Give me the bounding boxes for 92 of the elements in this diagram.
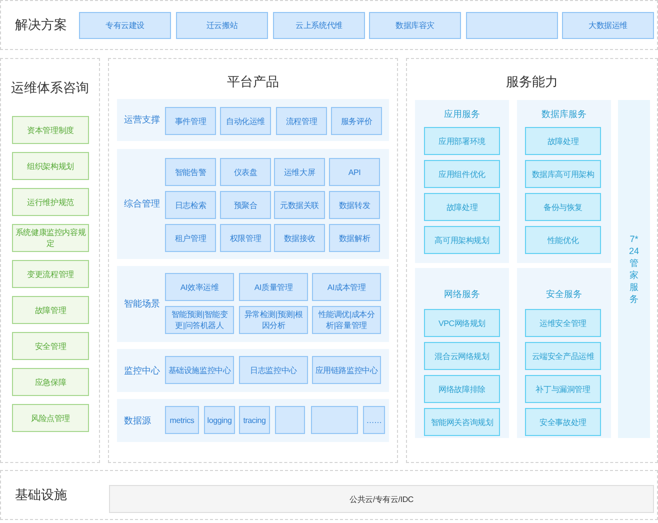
feature-box: 性能调优|成本分析|容量管理: [312, 306, 381, 334]
service-box: 应用部署环境: [424, 127, 500, 155]
service-box: 网络故障排除: [424, 375, 500, 403]
panel-title: 解决方案: [15, 16, 67, 34]
service-box: 性能优化: [525, 226, 601, 254]
group-title: 运营支撑: [124, 114, 160, 126]
service-box: 运维安全管理: [525, 309, 601, 337]
group-panel: [117, 99, 389, 141]
feature-box: 数据解析: [329, 224, 380, 252]
feature-box: metrics: [165, 406, 199, 434]
feature-box: AI效率运维: [165, 273, 234, 301]
service-box: 备份与恢复: [525, 193, 601, 221]
feature-box: 应用链路监控中心: [312, 356, 381, 384]
feature-box: 日志监控中心: [239, 356, 308, 384]
service-box: 混合云网络规划: [424, 342, 500, 370]
panel-title: 基础设施: [15, 486, 67, 504]
consulting-box: 变更流程管理: [12, 260, 89, 288]
feature-box: logging: [204, 406, 235, 434]
feature-box: 迁云搬站: [176, 12, 268, 39]
feature-box: API: [329, 158, 380, 186]
feature-box: 仪表盘: [220, 158, 271, 186]
service-box: 高可用架构规划: [424, 226, 500, 254]
feature-box: 云上系统代维: [273, 12, 365, 39]
group-title: 监控中心: [124, 364, 160, 377]
group-title: 应用服务: [444, 108, 480, 121]
feature-box: tracing: [239, 406, 270, 434]
service-box: 故障处理: [525, 127, 601, 155]
feature-box: 专有云建设: [79, 12, 171, 39]
consulting-box: 运行维护规范: [12, 188, 89, 216]
feature-box: 数据库容灾: [369, 12, 461, 39]
feature-box: 权限管理: [220, 224, 271, 252]
group-title: 数据源: [124, 414, 151, 427]
feature-box: [311, 406, 358, 434]
feature-box: [466, 12, 558, 39]
section-panel: [0, 470, 658, 520]
feature-box: 基础设施监控中心: [165, 356, 234, 384]
group-panel: [415, 100, 509, 263]
infrastructure-box: 公共云/专有云/IDC: [109, 485, 654, 513]
service-box: 智能网关咨询规划: [424, 408, 500, 436]
feature-box: 大数据运维: [562, 12, 654, 39]
group-panel: [517, 268, 611, 438]
feature-box: 流程管理: [276, 107, 327, 135]
service-box: 云端安全产品运维: [525, 342, 601, 370]
group-panel: [117, 149, 389, 259]
feature-box: 自动化运维: [220, 107, 271, 135]
feature-box: ……: [363, 406, 385, 434]
group-title: 安全服务: [546, 288, 582, 301]
consulting-box: 安全管理: [12, 332, 89, 360]
section-panel: [0, 0, 658, 50]
feature-box: 服务评价: [331, 107, 382, 135]
feature-box: [275, 406, 305, 434]
group-panel: [517, 100, 611, 263]
section-panel: [0, 58, 100, 463]
feature-box: 租户管理: [165, 224, 216, 252]
vertical-label: 7*24管家服务: [628, 233, 640, 305]
feature-box: 运维大屏: [274, 158, 325, 186]
feature-box: 异常检测|预测|根因分析: [239, 306, 308, 334]
group-title: 智能场景: [124, 298, 160, 310]
consulting-box: 故障管理: [12, 296, 89, 324]
feature-box: AI质量管理: [239, 273, 308, 301]
group-panel: [415, 268, 509, 438]
group-panel: [117, 349, 389, 392]
consulting-box: 资本管理制度: [12, 116, 89, 144]
group-title: 数据库服务: [542, 108, 586, 121]
consulting-box: 风险点管理: [12, 404, 89, 432]
group-panel: [117, 266, 389, 342]
section-panel: [108, 58, 398, 463]
feature-box: AI成本管理: [312, 273, 381, 301]
feature-box: 日志检索: [165, 191, 216, 219]
feature-box: 数据转发: [329, 191, 380, 219]
panel-title: 服务能力: [506, 73, 558, 91]
service-box: 数据库高可用架构: [525, 160, 601, 188]
service-box: 故障处理: [424, 193, 500, 221]
service-box: 安全事故处理: [525, 408, 601, 436]
consulting-box: 系统健康监控内容规定: [12, 224, 89, 252]
panel-title: 平台产品: [227, 73, 279, 91]
service-box: 补丁与漏洞管理: [525, 375, 601, 403]
feature-box: 事件管理: [165, 107, 216, 135]
group-title: 综合管理: [124, 198, 160, 210]
group-title: 网络服务: [444, 288, 480, 301]
feature-box: 数据接收: [274, 224, 325, 252]
feature-box: 预聚合: [220, 191, 271, 219]
feature-box: 元数据关联: [274, 191, 325, 219]
section-panel: [406, 58, 658, 463]
group-panel: [117, 399, 389, 442]
panel-title: 运维体系咨询: [11, 79, 89, 97]
feature-box: 智能预测|智能变更|问答机器人: [165, 306, 234, 334]
service-box: VPC网络规划: [424, 309, 500, 337]
consulting-box: 组织架构规划: [12, 152, 89, 180]
service-box: 应用组件优化: [424, 160, 500, 188]
feature-box: 智能告警: [165, 158, 216, 186]
consulting-box: 应急保障: [12, 368, 89, 396]
